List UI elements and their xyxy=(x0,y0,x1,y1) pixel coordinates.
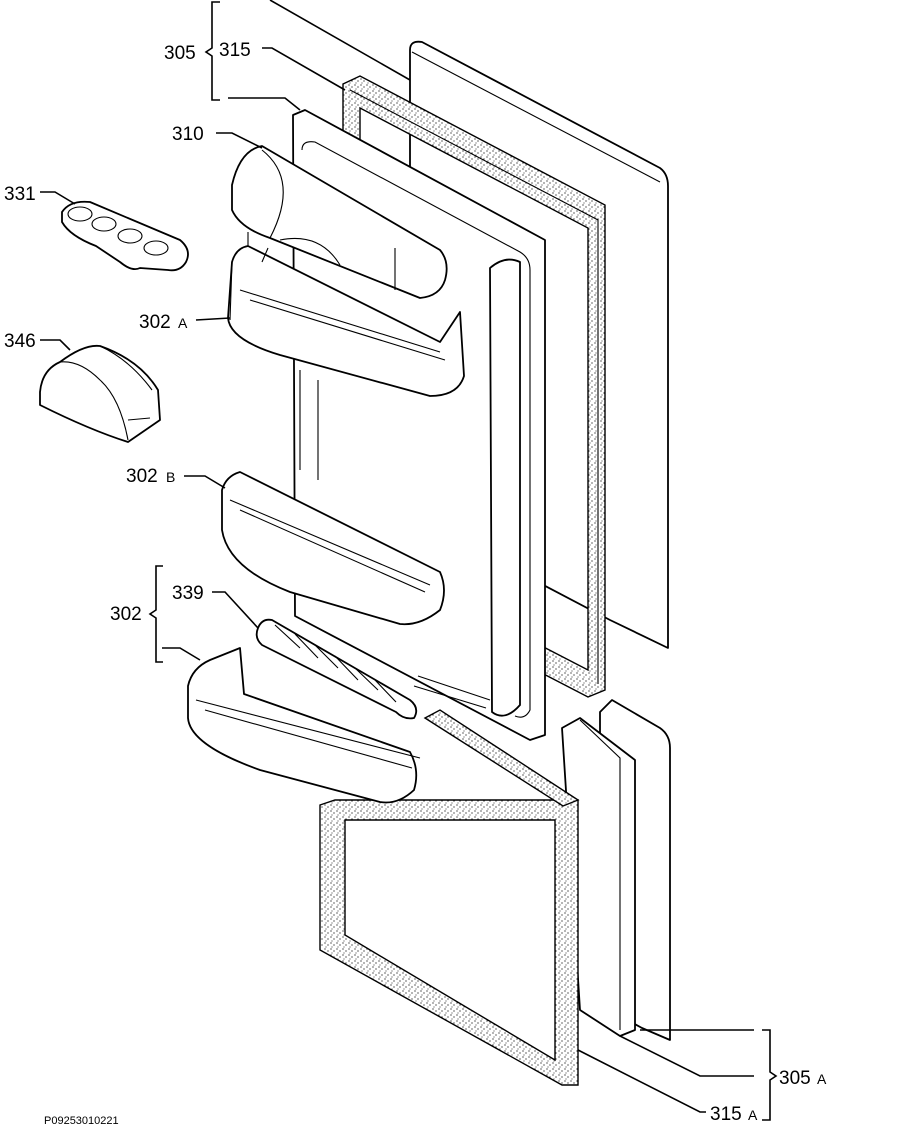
door-cover-310 xyxy=(231,145,448,299)
butter-dish-346 xyxy=(39,344,161,443)
label-310: 310 xyxy=(172,124,204,145)
label-315a-number: 315 xyxy=(710,1104,742,1125)
label-346: 346 xyxy=(4,331,36,352)
label-305a-suffix: A xyxy=(817,1071,827,1087)
label-302b-number: 302 xyxy=(126,466,158,487)
label-315a-suffix: A xyxy=(748,1107,758,1123)
bracket-305 xyxy=(204,1,220,101)
door-shelf-302a xyxy=(227,232,465,397)
label-302a-number: 302 xyxy=(139,312,171,333)
label-305: 305 xyxy=(164,43,196,64)
egg-tray-331 xyxy=(61,200,189,272)
lower-door-panel xyxy=(561,699,671,1041)
label-302: 302 xyxy=(110,604,142,625)
bracket-305a xyxy=(762,1029,778,1121)
bracket-302 xyxy=(148,565,163,663)
door-shelf-302 xyxy=(187,647,421,804)
label-331: 331 xyxy=(4,184,36,205)
label-302b-suffix: B xyxy=(166,469,175,485)
drawing-code: P09253010221 xyxy=(44,1115,119,1127)
label-302a-suffix: A xyxy=(178,315,188,331)
leader-lines xyxy=(40,0,754,1113)
label-315: 315 xyxy=(219,40,251,61)
rail-339 xyxy=(255,618,418,720)
label-305a-number: 305 xyxy=(779,1068,811,1089)
door-shelf-302b xyxy=(221,471,445,626)
label-339: 339 xyxy=(172,583,204,604)
lower-door-gasket xyxy=(319,709,580,1086)
